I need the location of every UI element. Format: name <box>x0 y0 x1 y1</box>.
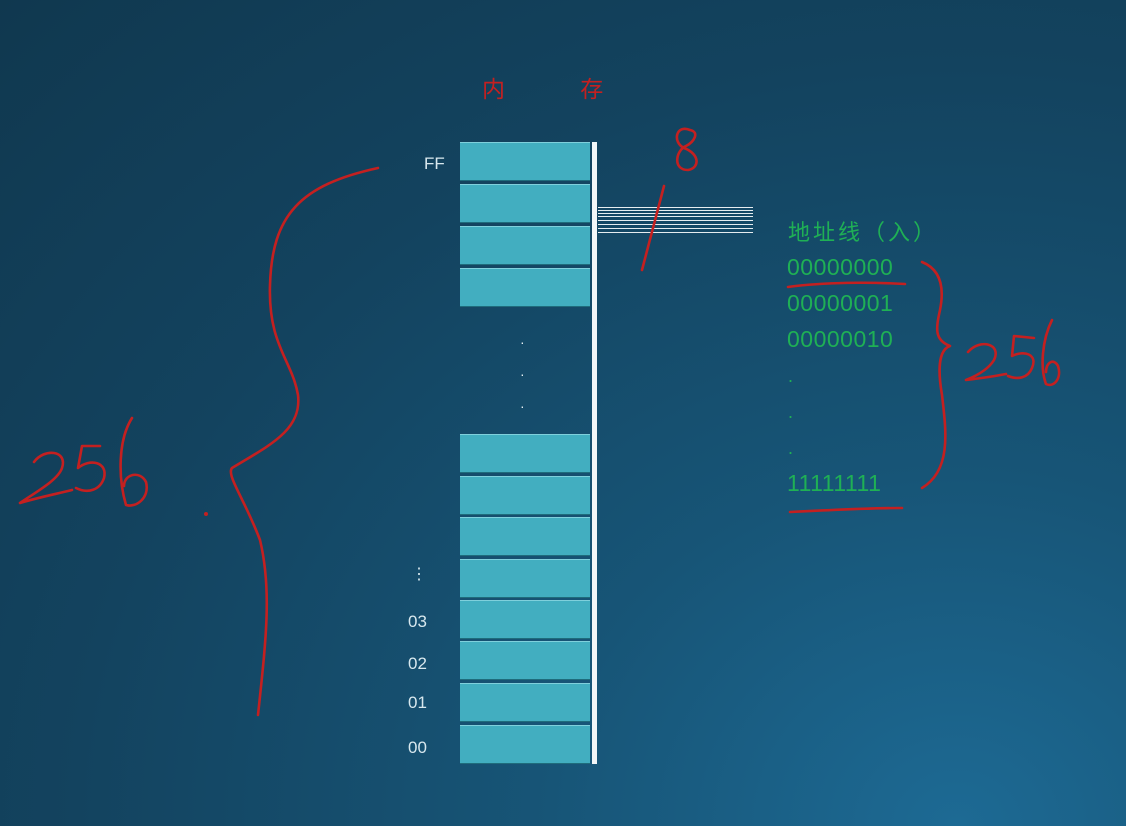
middle-dot: · <box>520 334 525 350</box>
address-ellipsis: ⋮ <box>411 566 427 583</box>
memory-cell <box>460 517 590 556</box>
address-label-ff: FF <box>424 154 445 173</box>
last-address-underline <box>788 506 904 514</box>
memory-cell <box>460 184 590 223</box>
bus-line <box>598 232 753 233</box>
memory-cell <box>460 434 590 473</box>
memory-cell <box>460 476 590 515</box>
middle-dot: · <box>520 398 525 414</box>
address-value-last: 11111111 <box>787 470 882 496</box>
right-256-glyph-2 <box>964 342 1008 382</box>
address-value: 00000010 <box>787 326 894 352</box>
memory-title: 内 存 <box>482 77 638 103</box>
left-256-glyph-6 <box>119 416 148 507</box>
address-label-01: 01 <box>408 693 427 712</box>
bus-line <box>598 220 753 221</box>
address-value: 00000000 <box>787 254 894 280</box>
address-ellipsis-dot: . <box>788 366 794 386</box>
bus-width-8 <box>675 127 698 172</box>
address-ellipsis-dot: . <box>788 438 794 458</box>
bus-line <box>598 207 753 208</box>
right-256-glyph-6 <box>1041 318 1061 387</box>
stray-dot <box>204 512 208 516</box>
bus-line <box>598 216 753 217</box>
address-label-03: 03 <box>408 612 427 631</box>
memory-cell <box>460 683 590 722</box>
address-ellipsis-dot: . <box>788 402 794 422</box>
first-address-underline <box>786 281 907 289</box>
bus-line <box>598 224 753 225</box>
left-brace <box>229 166 380 717</box>
bus-line <box>598 210 753 211</box>
right-brace <box>920 260 952 490</box>
address-label-00: 00 <box>408 738 427 757</box>
middle-dot: · <box>520 366 525 382</box>
address-label-02: 02 <box>408 654 427 673</box>
memory-edge-line <box>592 142 597 764</box>
memory-cell <box>460 725 590 764</box>
bus-line <box>598 213 753 214</box>
memory-cell <box>460 559 590 598</box>
memory-cell <box>460 226 590 265</box>
address-value: 00000001 <box>787 290 894 316</box>
memory-cell <box>460 268 590 307</box>
right-256-glyph-5 <box>1006 334 1036 380</box>
left-256-glyph-2 <box>18 451 74 505</box>
memory-cell <box>460 142 590 181</box>
memory-cell <box>460 600 590 639</box>
address-bus-title: 地址线（入） <box>788 221 939 246</box>
left-256-glyph-5 <box>74 444 106 492</box>
bus-line <box>598 228 753 229</box>
memory-cell <box>460 641 590 680</box>
